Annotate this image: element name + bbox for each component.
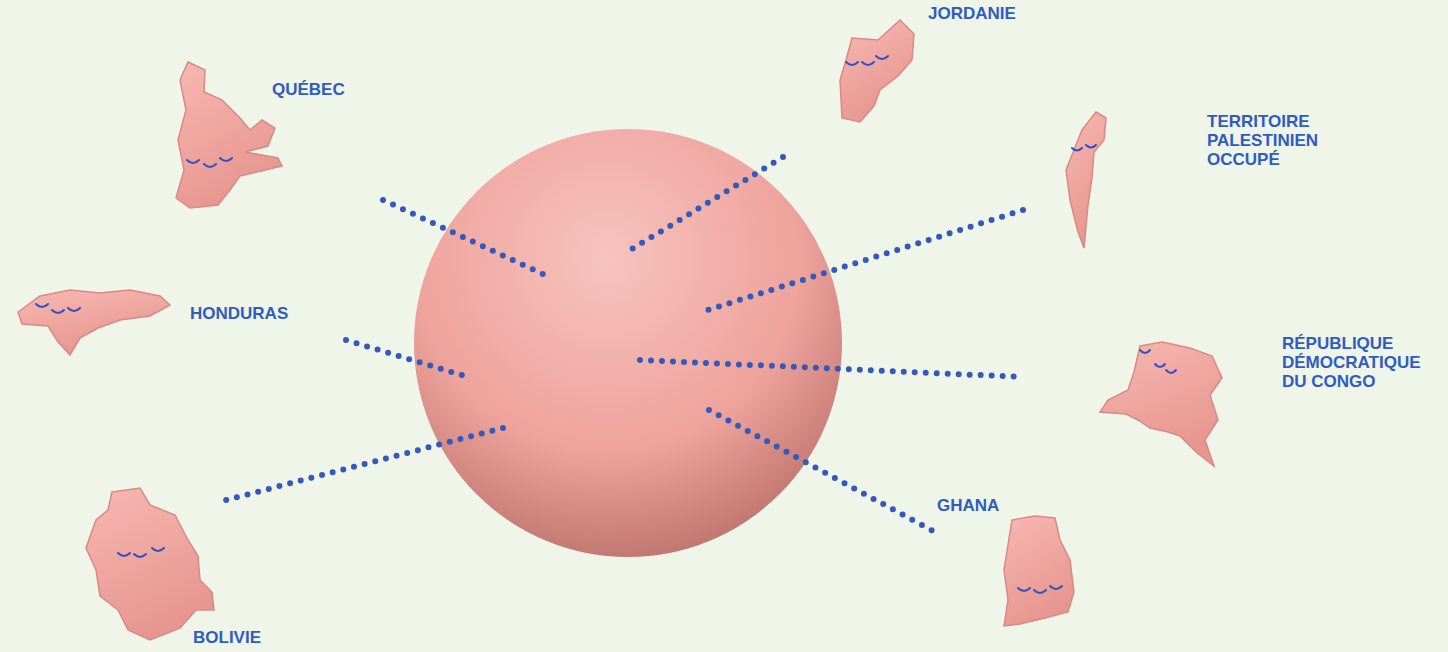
country-label: GHANA	[937, 496, 999, 515]
country-label: JORDANIE	[928, 4, 1016, 23]
country-label: BOLIVIE	[193, 628, 261, 647]
country-shapes	[18, 20, 1222, 640]
closed-eyes	[36, 56, 1176, 593]
country-label: RÉPUBLIQUE DÉMOCRATIQUE DU CONGO	[1282, 334, 1424, 391]
country-label: HONDURAS	[190, 304, 288, 323]
globe-sphere	[414, 129, 842, 557]
country-label: TERRITOIRE PALESTINIEN OCCUPÉ	[1207, 112, 1322, 169]
country-label: QUÉBEC	[272, 80, 345, 99]
leader-lines	[226, 157, 1023, 531]
